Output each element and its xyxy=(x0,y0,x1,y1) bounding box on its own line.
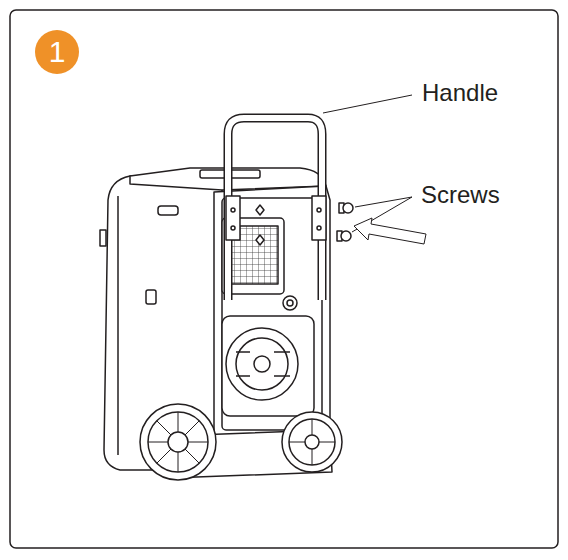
step-number-badge: 1 xyxy=(35,30,79,74)
step-number: 1 xyxy=(49,37,66,67)
part-label: Screws xyxy=(421,182,500,208)
part-label: Handle xyxy=(422,80,498,106)
